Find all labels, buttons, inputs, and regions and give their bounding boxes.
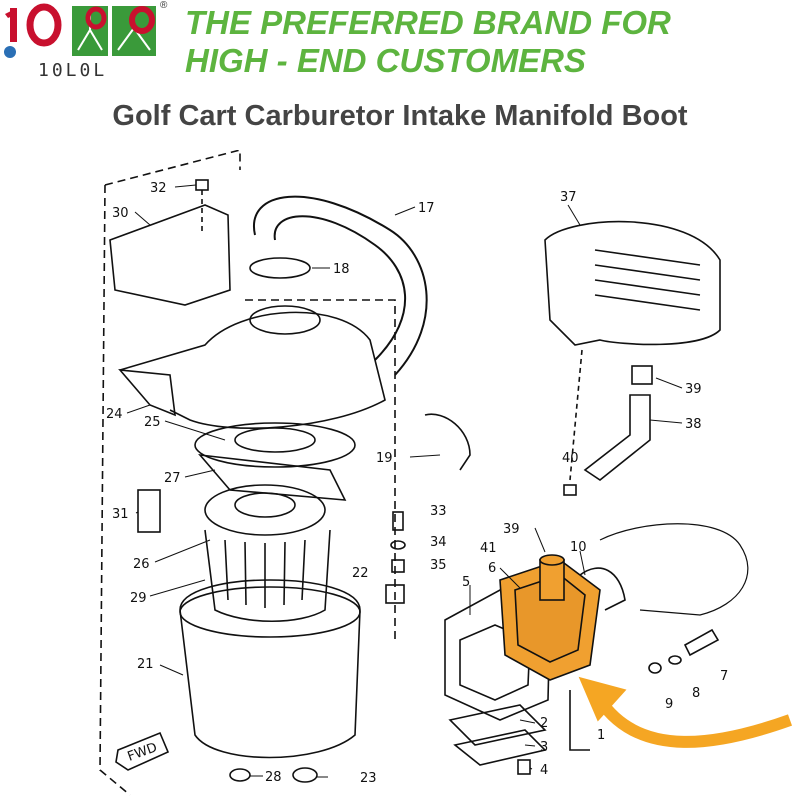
callout-26: 26: [133, 557, 150, 572]
slogan-line-2: HIGH - END CUSTOMERS: [185, 42, 586, 79]
part-25-gasket: [194, 422, 356, 468]
part-38-hose: [583, 394, 651, 481]
callout-24: 24: [106, 407, 123, 422]
callout-38: 38: [685, 417, 702, 432]
callout-18: 18: [333, 262, 350, 277]
part-32-screw: [195, 179, 209, 191]
part-34-washer: [390, 540, 406, 550]
part-3-stopper: [453, 729, 547, 766]
callout-31: 31: [112, 507, 129, 522]
highlight-arrow: [595, 696, 793, 748]
part-18-clamp: [249, 257, 311, 279]
brand-logo: ® 10L0L: [0, 0, 175, 90]
part-8-washer: [668, 655, 682, 665]
part-26-filter-cap: [204, 484, 326, 536]
callout-4: 4: [540, 763, 548, 778]
callout-40: 40: [562, 451, 579, 466]
part-17-hose: [252, 195, 428, 376]
callout-30: 30: [112, 206, 129, 221]
callout-9: 9: [665, 697, 673, 712]
fwd-label: FWD: [126, 740, 160, 764]
registered-mark: ®: [160, 0, 168, 11]
part-10-insulator: [579, 567, 626, 611]
page-title: Golf Cart Carburetor Intake Manifold Boo…: [112, 100, 688, 132]
callout-22: 22: [352, 566, 369, 581]
callout-33: 33: [430, 504, 447, 519]
part-31-bracket: [137, 489, 161, 533]
callout-1: 1: [597, 728, 605, 743]
part-27-plate: [198, 453, 347, 501]
part-19-clamp: [424, 413, 471, 471]
callout-41: 41: [480, 541, 497, 556]
part-37-silencer: [544, 220, 721, 346]
fwd-arrow-icon: [115, 731, 170, 771]
part-9-washer: [648, 662, 662, 674]
logo-mark-icon: [4, 3, 156, 58]
callout-7: 7: [720, 669, 728, 684]
part-40-plug: [563, 484, 577, 496]
callout-28: 28: [265, 770, 282, 785]
callout-21: 21: [137, 657, 154, 672]
callout-19: 19: [376, 451, 393, 466]
exploded-parts-diagram: 32 30 17 18 37 24 25 27 19 39 38 40 31 3…: [99, 150, 793, 796]
callout-39: 39: [685, 382, 702, 397]
callout-37: 37: [560, 190, 577, 205]
part-6-boot-nozzle: [539, 559, 565, 601]
part-21-housing: [179, 579, 361, 759]
callout-8: 8: [692, 686, 700, 701]
part-4-screw: [517, 759, 531, 775]
engine-outline: [599, 523, 749, 616]
part-23-cap: [292, 767, 318, 783]
dashed-frame-right: [245, 299, 396, 640]
callout-5: 5: [462, 575, 470, 590]
part-28-grommet: [229, 768, 251, 782]
part-24-airbox: [119, 311, 386, 429]
callout-2: 2: [540, 716, 548, 731]
part-39-clamp: [631, 365, 653, 385]
part-33-bolt: [392, 511, 404, 531]
callout-3: 3: [540, 740, 548, 755]
callout-32: 32: [150, 181, 167, 196]
callout-39b: 39: [503, 522, 520, 537]
callout-34: 34: [430, 535, 447, 550]
part-35-spacer: [391, 559, 405, 573]
callout-23: 23: [360, 771, 377, 786]
callout-35: 35: [430, 558, 447, 573]
callout-10: 10: [570, 540, 587, 555]
part-30-cover: [109, 204, 231, 306]
callout-29: 29: [130, 591, 147, 606]
callout-25: 25: [144, 415, 161, 430]
callout-6: 6: [488, 561, 496, 576]
dashed-frame-top: [104, 150, 241, 186]
slogan-line-1: THE PREFERRED BRAND FOR: [185, 4, 671, 41]
part-29-filter: [204, 529, 331, 622]
part-22-grommet: [385, 584, 405, 604]
part-2-reed: [448, 704, 547, 746]
part-7-bolt: [683, 628, 720, 657]
callout-17: 17: [418, 201, 435, 216]
dashed-frame-left: [99, 184, 131, 796]
logo-text: 10L0L: [38, 60, 108, 81]
callout-27: 27: [164, 471, 181, 486]
